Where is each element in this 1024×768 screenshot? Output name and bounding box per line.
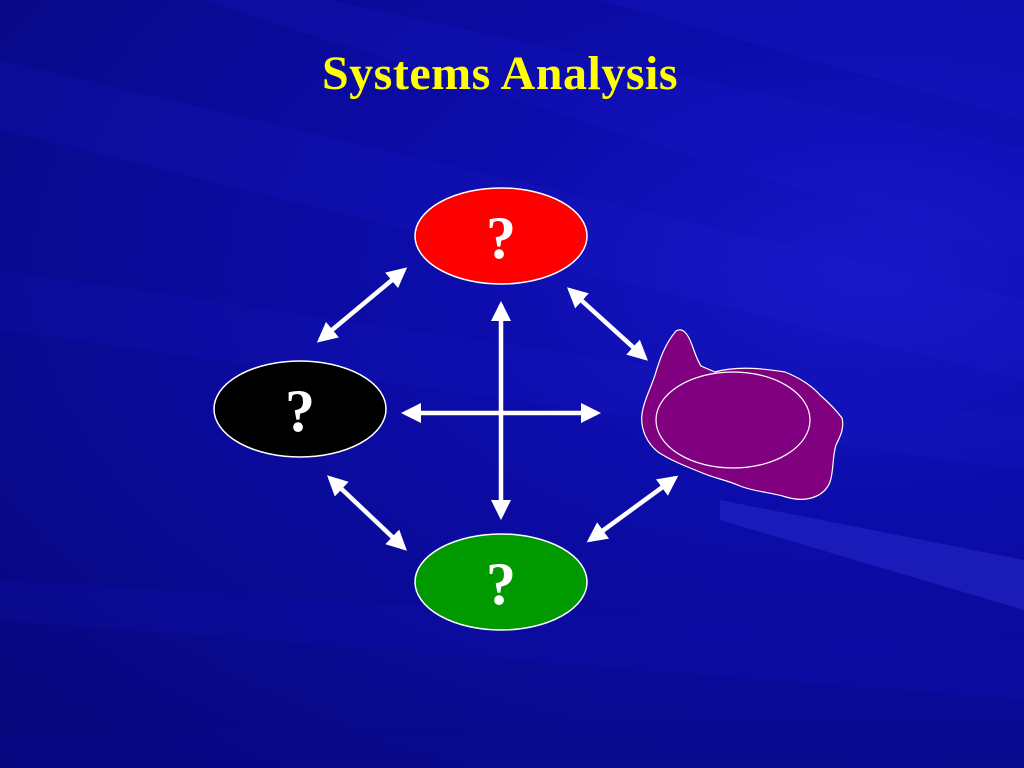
node-right [641, 329, 844, 500]
node-bottom-label: ? [486, 551, 516, 617]
arrow-bottom-right [586, 475, 679, 543]
node-top: ? [414, 187, 588, 285]
node-bottom-ellipse [414, 533, 588, 631]
node-top-label: ? [486, 205, 516, 271]
node-bottom: ? [414, 533, 588, 631]
node-top-ellipse [414, 187, 588, 285]
arrow-left-bottom [327, 475, 407, 551]
slide-title: Systems Analysis [321, 47, 679, 100]
node-left-ellipse [213, 360, 387, 458]
node-right-ellipse [655, 371, 811, 469]
arrow-top-left [316, 267, 408, 343]
node-left-label: ? [285, 378, 315, 444]
node-left: ? [213, 360, 387, 458]
arrow-top-right [566, 287, 649, 361]
